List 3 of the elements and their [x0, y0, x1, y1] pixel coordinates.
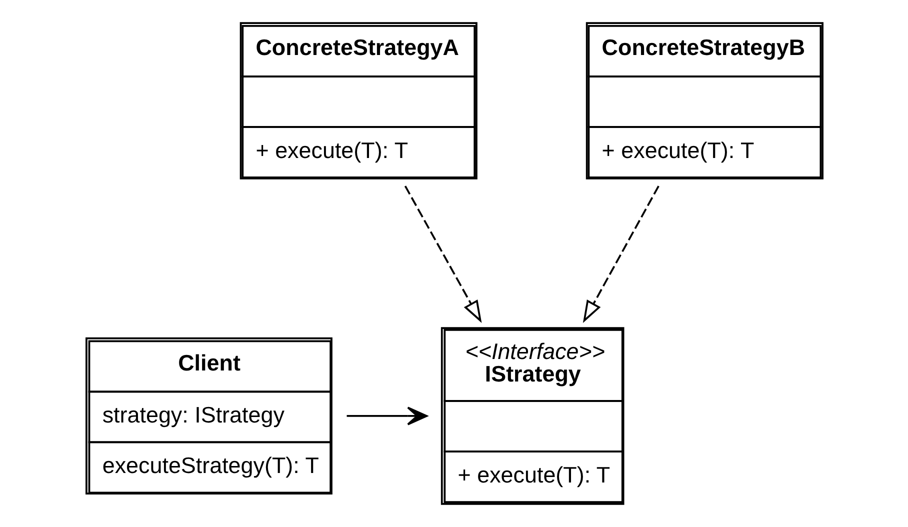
arrow [404, 186, 482, 323]
arrow [582, 186, 659, 323]
arrow [346, 406, 428, 426]
